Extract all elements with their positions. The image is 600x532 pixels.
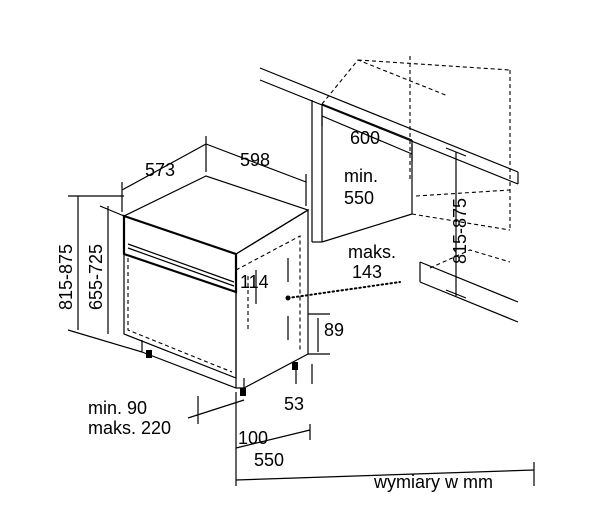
- dim-min550-label-line1: min.: [344, 166, 378, 186]
- dim-89-label: 89: [324, 320, 344, 340]
- dim-maks220-label: maks. 220: [88, 418, 171, 438]
- dim-598-label: 598: [240, 150, 270, 170]
- dim-100-label: 100: [238, 428, 268, 448]
- dim-600-label: 600: [350, 128, 380, 148]
- dim-maks143-label-line2: 143: [352, 262, 382, 282]
- dim-maks143-label-line1: maks.: [348, 242, 396, 262]
- units-note: wymiary w mm: [373, 472, 493, 492]
- dim-53-label: 53: [284, 394, 304, 414]
- dim-min550-label-line2: 550: [344, 188, 374, 208]
- kitchen-niche: [259, 56, 519, 323]
- dim-114-label: 114: [240, 272, 269, 292]
- dim-min90-label: min. 90: [88, 398, 147, 418]
- dim-815-875-left-label: 815-875: [56, 244, 76, 310]
- dim-815-875-right-label: 815-875: [450, 198, 470, 264]
- dim-655-725-label: 655-725: [86, 244, 106, 310]
- dimension-lines: [67, 108, 535, 486]
- dim-573-label: 573: [145, 160, 175, 180]
- dishwasher-body: [122, 175, 310, 396]
- dimension-labels: 573 598 600 min. 550 815-875 655-725 815…: [56, 128, 493, 492]
- dim-550-label: 550: [254, 450, 284, 470]
